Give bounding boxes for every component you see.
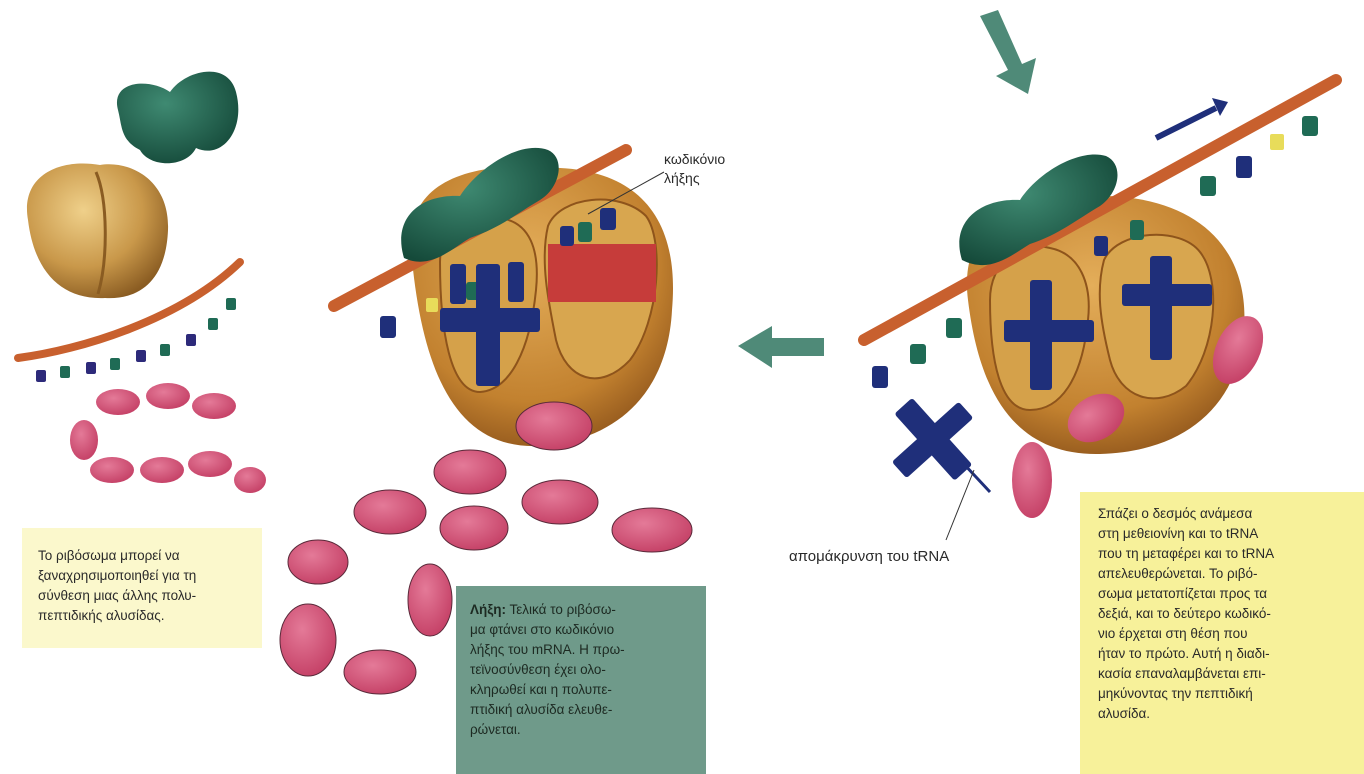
reuse-caption: Το ριβόσωμα μπορεί να ξαναχρησιμοποιηθεί…	[38, 546, 252, 626]
termination-caption-line: Λήξη: Τελικά το ριβόσω-	[470, 600, 696, 620]
direction-arrow	[1156, 98, 1228, 138]
release-caption-box: Σπάζει ο δεσμός ανάμεσα στη μεθειονίνη κ…	[1080, 492, 1364, 774]
reuse-caption-line: Το ριβόσωμα μπορεί να	[38, 546, 252, 566]
released-trna	[892, 398, 990, 492]
release-caption-line: νιο έρχεται στη θέση που	[1098, 624, 1352, 644]
termination-heading: Λήξη:	[470, 602, 506, 617]
termination-caption-line: πτιδική αλυσίδα ελευθε-	[470, 700, 696, 720]
termination-caption-line: κληρωθεί και η πολυπε-	[470, 680, 696, 700]
release-caption-line: ήταν το πρώτο. Αυτή η διαδι-	[1098, 644, 1352, 664]
free-polypeptide	[70, 383, 266, 493]
free-small-subunit	[117, 72, 238, 164]
release-caption: Σπάζει ο δεσμός ανάμεσα στη μεθειονίνη κ…	[1098, 504, 1352, 724]
release-caption-line: μηκύνοντας την πεπτιδική	[1098, 684, 1352, 704]
release-caption-line: απελευθερώνεται. Το ριβό-	[1098, 564, 1352, 584]
release-caption-line: που τη μεταφέρει και το tRNA	[1098, 544, 1352, 564]
reuse-caption-line: ξαναχρησιμοποιηθεί για τη	[38, 566, 252, 586]
termination-caption-line: λήξης του mRNA. Η πρω-	[470, 640, 696, 660]
stop-codon-label-line2: λήξης	[664, 169, 725, 188]
stop-codon-label: κωδικόνιο λήξης	[664, 150, 725, 188]
reuse-caption-line: πεπτιδικής αλυσίδας.	[38, 606, 252, 626]
termination-caption-line: ρώνεται.	[470, 720, 696, 740]
release-caption-line: στη μεθειονίνη και το tRNA	[1098, 524, 1352, 544]
arrow-down	[980, 10, 1036, 94]
arrow-left	[738, 326, 824, 368]
termination-caption-box: Λήξη: Τελικά το ριβόσω- μα φτάνει στο κω…	[456, 586, 706, 774]
termination-caption: Λήξη: Τελικά το ριβόσω- μα φτάνει στο κω…	[470, 600, 696, 740]
release-caption-line: σωμα μετατοπίζεται προς τα	[1098, 584, 1352, 604]
release-caption-line: δεξιά, και το δεύτερο κωδικό-	[1098, 604, 1352, 624]
termination-caption-line: τεϊνοσύνθεση έχει ολο-	[470, 660, 696, 680]
termination-caption-text: Τελικά το ριβόσω-	[506, 602, 616, 617]
stop-codon-label-line1: κωδικόνιο	[664, 150, 725, 169]
release-caption-line: κασία επαναλαμβάνεται επι-	[1098, 664, 1352, 684]
reuse-caption-box: Το ριβόσωμα μπορεί να ξαναχρησιμοποιηθεί…	[22, 528, 262, 648]
release-caption-line: αλυσίδα.	[1098, 704, 1352, 724]
trna-removal-label: απομάκρυνση του tRNA	[789, 547, 949, 566]
reuse-caption-line: σύνθεση μιας άλλης πολυ-	[38, 586, 252, 606]
release-caption-line: Σπάζει ο δεσμός ανάμεσα	[1098, 504, 1352, 524]
termination-caption-line: μα φτάνει στο κωδικόνιο	[470, 620, 696, 640]
trna-removal-pointer	[946, 470, 974, 540]
free-large-subunit	[27, 163, 168, 298]
